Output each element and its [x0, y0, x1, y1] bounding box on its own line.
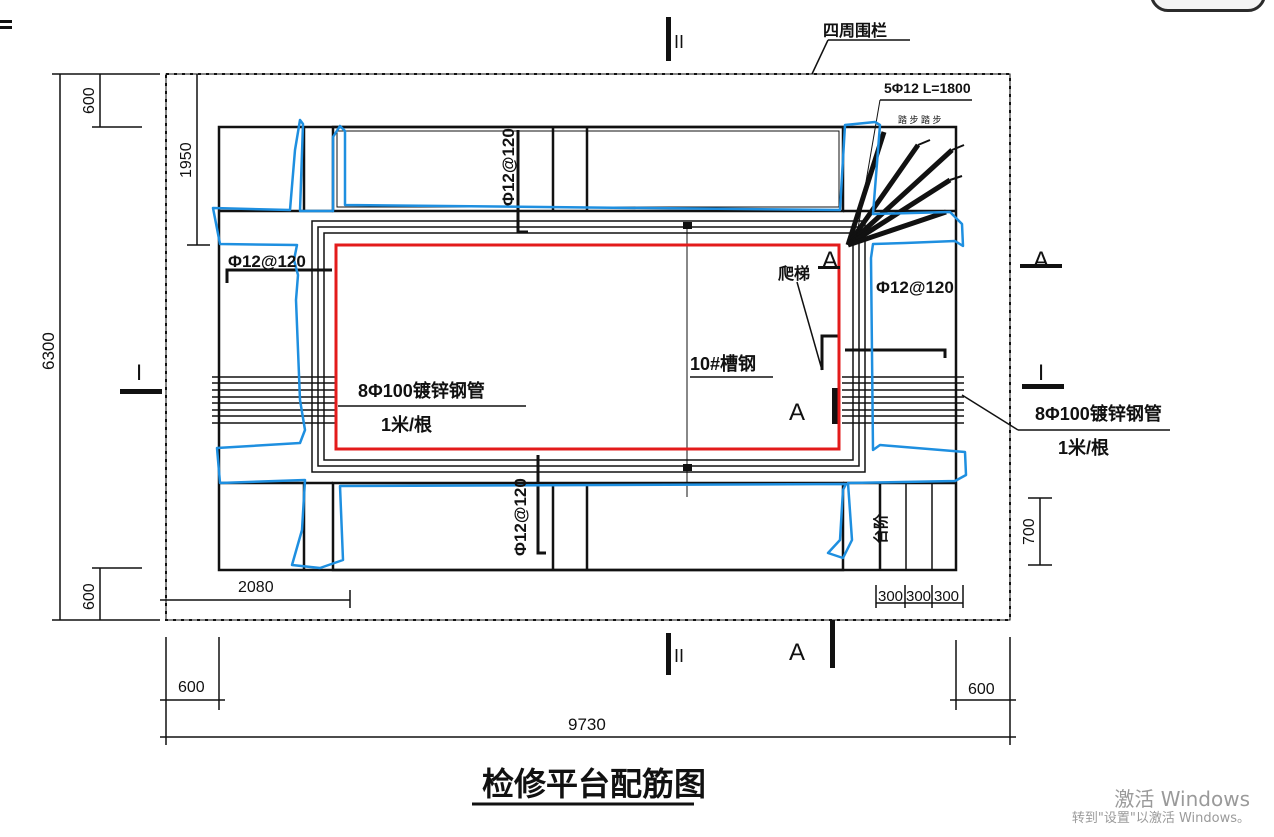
watermark-line-1: 激活 Windows	[1114, 787, 1250, 811]
pipe-left-unit: 1米/根	[381, 414, 432, 435]
pit-outline-red	[334, 243, 841, 451]
rebar-fan-label: 5Φ12 L=1800	[884, 80, 971, 96]
dim-right-700: 700	[1021, 518, 1038, 545]
drawing-title: 检修平台配筋图	[482, 766, 706, 802]
dim-total-width: 9730	[568, 715, 606, 734]
dim-total-height: 6300	[39, 332, 58, 370]
section-a-right: A	[1033, 247, 1049, 274]
channel-label: 10#槽钢	[690, 353, 756, 374]
dim-top-1950: 1950	[178, 142, 195, 178]
dim-bottom-left-600: 600	[178, 679, 205, 696]
rebar-left-label: Φ12@120	[228, 252, 306, 271]
section-ii-top: II	[674, 32, 684, 52]
fence-outline	[165, 73, 1011, 621]
ladder-label: 爬梯	[777, 264, 810, 283]
section-i-left: I	[136, 360, 142, 385]
section-markers	[120, 17, 1064, 675]
dim-bottom-600: 600	[81, 583, 98, 610]
dim-step-300-b: 300	[906, 588, 931, 605]
pipe-right-label: 8Φ100镀锌钢管	[1035, 403, 1162, 424]
dim-left-2080: 2080	[238, 579, 274, 596]
pipe-right-unit: 1米/根	[1058, 437, 1109, 458]
windows-activation-watermark: 激活 Windows 转到"设置"以激活 Windows。	[1072, 787, 1250, 827]
rebar-right-label: Φ12@120	[876, 278, 954, 297]
steps-label: 台阶	[872, 513, 890, 544]
pipe-left-label: 8Φ100镀锌钢管	[358, 380, 485, 401]
rebar-top-label: Φ12@120	[499, 128, 518, 206]
steps-small-label: 踏 步 踏 步	[898, 114, 942, 125]
dim-top-600: 600	[81, 87, 98, 114]
fence-label: 四周围栏	[823, 21, 887, 40]
rebar-bottom-label: Φ12@120	[511, 478, 530, 556]
platform-structure	[212, 39, 1170, 572]
section-a-bottom: A	[789, 639, 805, 666]
section-a-top: A	[822, 247, 838, 274]
dim-step-300-a: 300	[878, 588, 903, 605]
section-ii-bottom: II	[674, 646, 684, 666]
dimension-lines	[52, 73, 1052, 745]
dim-step-300-c: 300	[934, 588, 959, 605]
section-a-inner: A	[789, 399, 805, 426]
section-i-right: I	[1038, 360, 1044, 385]
blue-markup	[211, 118, 968, 570]
watermark-line-2: 转到"设置"以激活 Windows。	[1071, 811, 1250, 826]
dim-bottom-right-600: 600	[968, 681, 995, 698]
menu-icon[interactable]	[0, 20, 12, 30]
